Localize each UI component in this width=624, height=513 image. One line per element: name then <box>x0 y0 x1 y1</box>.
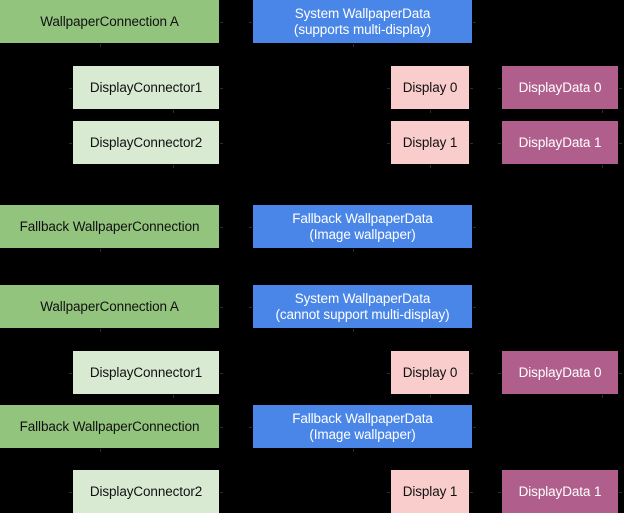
connector-stub-bottom <box>353 449 354 452</box>
connector-stub-right <box>619 88 622 89</box>
connector-stub-bottom <box>173 110 174 113</box>
connector-stub-right <box>220 427 223 428</box>
connector-stub-right <box>619 143 622 144</box>
node-display-connector-1-bottom[interactable]: DisplayConnector1 <box>73 351 219 394</box>
node-wallpaper-connection-a-top[interactable]: WallpaperConnection A <box>0 0 219 43</box>
node-display-data-1-bottom[interactable]: DisplayData 1 <box>502 470 618 513</box>
connector-stub-bottom <box>173 165 174 168</box>
node-display-0-top[interactable]: Display 0 <box>391 66 469 109</box>
connector-stub-right <box>220 373 223 374</box>
connector-stub-left <box>387 143 390 144</box>
connector-stub-left <box>498 373 501 374</box>
node-display-connector-2-bottom[interactable]: DisplayConnector2 <box>73 470 219 513</box>
connector-stub-bottom <box>602 165 603 168</box>
connector-stub-bottom <box>353 44 354 47</box>
node-display-data-0-bottom[interactable]: DisplayData 0 <box>502 351 618 394</box>
node-display-1-bottom[interactable]: Display 1 <box>391 470 469 513</box>
connector-stub-right <box>473 427 476 428</box>
connector-stub-right <box>220 143 223 144</box>
connector-stub-right <box>220 88 223 89</box>
connector-stub-right <box>470 373 473 374</box>
node-system-wallpaperdata-supports[interactable]: System WallpaperData (supports multi-dis… <box>253 0 472 43</box>
connector-stub-right <box>220 227 223 228</box>
node-display-connector-2-top[interactable]: DisplayConnector2 <box>73 121 219 164</box>
node-display-connector-1-top[interactable]: DisplayConnector1 <box>73 66 219 109</box>
node-fallback-wallpaperdata-top[interactable]: Fallback WallpaperData (Image wallpaper) <box>253 205 472 248</box>
connector-stub-left <box>498 143 501 144</box>
connector-stub-bottom <box>430 395 431 398</box>
connector-stub-bottom <box>100 329 101 332</box>
connector-stub-right <box>619 373 622 374</box>
connector-stub-left <box>249 22 252 23</box>
node-fallback-wallpaperdata-bottom[interactable]: Fallback WallpaperData (Image wallpaper) <box>253 405 472 448</box>
connector-stub-left <box>249 227 252 228</box>
connector-stub-bottom <box>100 449 101 452</box>
connector-stub-left <box>498 88 501 89</box>
node-display-0-bottom[interactable]: Display 0 <box>391 351 469 394</box>
connector-stub-left <box>387 492 390 493</box>
connector-stub-bottom <box>353 249 354 252</box>
connector-stub-right <box>470 492 473 493</box>
connector-stub-left <box>498 492 501 493</box>
node-display-1-top[interactable]: Display 1 <box>391 121 469 164</box>
connector-stub-left <box>249 427 252 428</box>
connector-stub-right <box>473 227 476 228</box>
connector-stub-right <box>473 307 476 308</box>
connector-stub-right <box>220 22 223 23</box>
node-fallback-wallpaper-connection-bottom[interactable]: Fallback WallpaperConnection <box>0 405 219 448</box>
connector-stub-bottom <box>100 44 101 47</box>
connector-stub-left <box>387 88 390 89</box>
connector-stub-bottom <box>100 249 101 252</box>
connector-stub-left <box>69 373 72 374</box>
connector-stub-right <box>220 492 223 493</box>
connector-stub-right <box>470 88 473 89</box>
connector-stub-bottom <box>173 395 174 398</box>
connector-stub-bottom <box>430 165 431 168</box>
connector-stub-bottom <box>602 110 603 113</box>
node-wallpaper-connection-a-bottom[interactable]: WallpaperConnection A <box>0 285 219 328</box>
connector-stub-left <box>249 307 252 308</box>
connector-stub-left <box>69 143 72 144</box>
node-fallback-wallpaper-connection-top[interactable]: Fallback WallpaperConnection <box>0 205 219 248</box>
connector-stub-left <box>69 492 72 493</box>
connector-stub-bottom <box>602 395 603 398</box>
connector-stub-right <box>473 22 476 23</box>
node-display-data-1-top[interactable]: DisplayData 1 <box>502 121 618 164</box>
node-display-data-0-top[interactable]: DisplayData 0 <box>502 66 618 109</box>
connector-stub-right <box>470 143 473 144</box>
connector-stub-right <box>619 492 622 493</box>
connector-stub-left <box>387 373 390 374</box>
node-system-wallpaperdata-cannot[interactable]: System WallpaperData (cannot support mul… <box>253 285 472 328</box>
connector-stub-bottom <box>430 110 431 113</box>
connector-stub-bottom <box>353 329 354 332</box>
connector-stub-left <box>69 88 72 89</box>
connector-stub-right <box>220 307 223 308</box>
